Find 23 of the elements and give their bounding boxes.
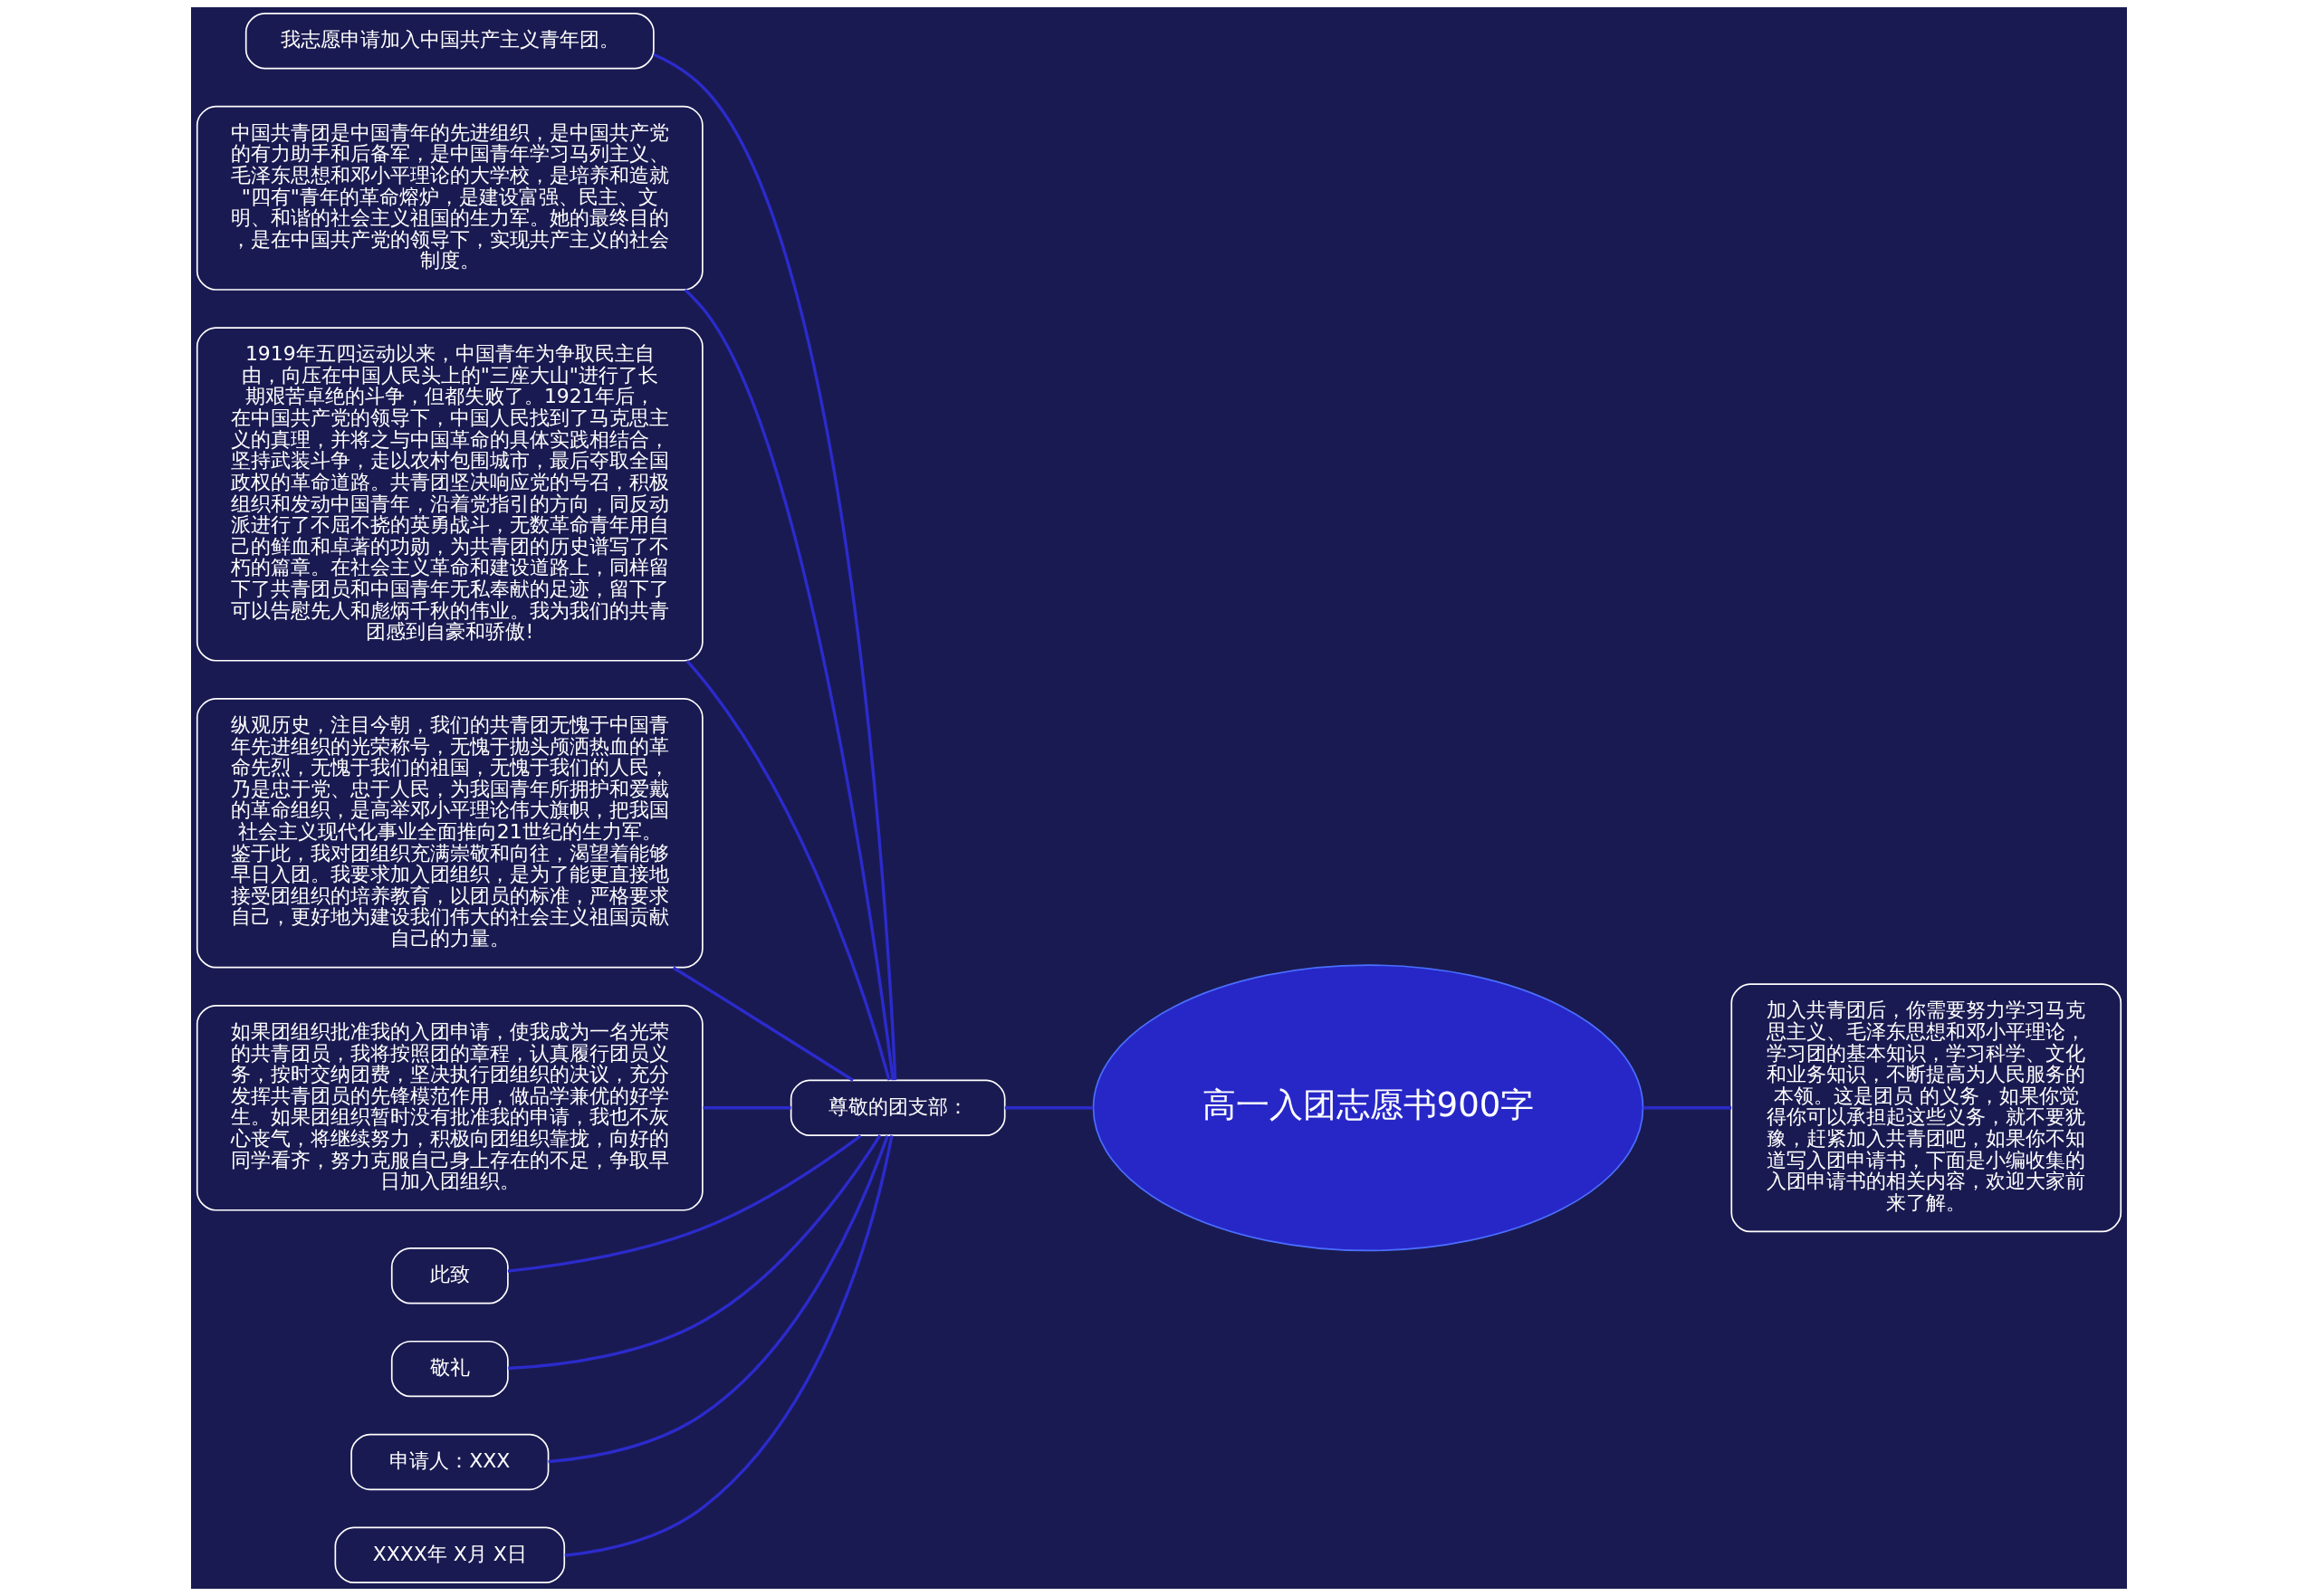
node-box: 纵观历史，注目今朝，我们的共青团无愧于中国青年先进组织的光荣称号，无愧于抛头颅洒热血的革命先烈，无愧于我们的祖国，无愧于我们的人民，乃是忠于党、忠于人民，为我国青年所拥护和爱戴的革命组织，是高举邓小平理论伟大旗帜，把我国社会主义现代化事业全面推向21世纪的生力军。鉴于此，我对团组织充满崇敬和向往，渴望着能够早日入团。我要求加入团组织，是为了能更直接地接受团组织的培养教育，以团员的标准，严格要求自己，更好地为建设我们伟大的社会主义祖国贡献自己的力量。 xyxy=(196,698,704,969)
node-ellipse: 高一入团志愿书900字 xyxy=(1092,964,1644,1252)
node-box: 加入共青团后，你需要努力学习马克思主义、毛泽东思想和邓小平理论，学习团的基本知识，学习科学、文化和业务知识，不断提高为人民服务的本领。这是团员 的义务，如果你觉得你可以承担起这些义务，就不要犹豫，赶紧加入共青团吧，如果你不知道写入团申请书，下面是小编收集的入团申请书的相关内容，欢迎大家前来了解。 xyxy=(1730,983,2122,1233)
node-box: 申请人：XXX xyxy=(350,1433,550,1491)
node-box: XXXX年 X月 X日 xyxy=(334,1526,566,1583)
node-box: 我志愿申请加入中国共产主义青年团。 xyxy=(244,13,655,70)
node-box: 尊敬的团支部： xyxy=(790,1079,1006,1136)
connector xyxy=(684,289,895,1081)
connector xyxy=(564,1135,894,1557)
node-box: 1919年五四运动以来，中国青年为争取民主自由，向压在中国人民头上的"三座大山"进行了长期艰苦卓绝的斗争，但都失败了。1921年后，在中国共产党的领导下，中国人民找到了马克思主义的真理，并将之与中国革命的具体实践相结合，坚持武装斗争，走以农村包围城市，最后夺取全国政权的革命道路。共青团坚决响应党的号召，积极组织和发动中国青年，沿着党指引的方向，同反动派进行了不屈不挠的英勇战斗，无数革命青年用自己的鲜血和卓著的功勋，为共青团的历史谱写了不朽的篇章。在社会主义革命和建设道路上，同样留下了共青团员和中国青年无私奉献的足迹，留下了可以告慰先人和彪炳千秋的伟业。我为我们的共青团感到自豪和骄傲! xyxy=(196,327,704,662)
connector xyxy=(653,53,897,1081)
connector xyxy=(1004,1106,1094,1110)
connector xyxy=(703,1106,791,1110)
connector xyxy=(1643,1106,1732,1110)
connector xyxy=(672,966,854,1082)
node-box: 此致 xyxy=(390,1247,509,1305)
node-box: 中国共青团是中国青年的先进组织，是中国共产党的有力助手和后备军，是中国青年学习马列主义、毛泽东思想和邓小平理论的大学校，是培养和造就"四有"青年的革命熔炉，是建设富强、民主、文明、和谐的社会主义祖国的生力军。她的最终目的，是在中国共产党的领导下，实现共产主义的社会制度。 xyxy=(196,105,704,291)
node-box: 敬礼 xyxy=(390,1340,509,1398)
connector xyxy=(508,1134,882,1371)
connector xyxy=(548,1135,889,1464)
connector xyxy=(507,1134,862,1273)
node-box: 如果团组织批准我的入团申请，使我成为一名光荣的共青团员，我将按照团的章程，认真履行团员义务，按时交纳团费，坚决执行团组织的决议，充分发挥共青团员的先锋模范作用，做品学兼优的好学生。如果团组织暂时没有批准我的申请，我也不灰心丧气，将继续努力，积极向团组织靠拢，向好的同学看齐，努力克服自己身上存在的不足，争取早日加入团组织。 xyxy=(196,1004,704,1211)
connector xyxy=(685,659,891,1081)
